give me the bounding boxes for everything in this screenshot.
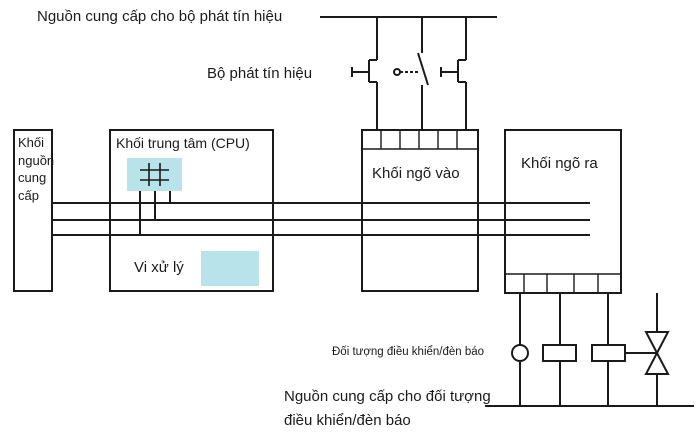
switch-no-1: [351, 17, 378, 130]
output-block-label: Khối ngõ ra: [521, 155, 598, 172]
actuators-label: Đối tượng điều khiển/đèn báo: [332, 346, 485, 358]
valve-icon: [644, 331, 670, 375]
memory-chip: [127, 158, 182, 191]
power-supply-label: Khối nguồn cung cấp: [18, 135, 55, 203]
lamp-icon: [511, 344, 529, 362]
internal-bus: [52, 202, 590, 236]
hash-icon: [140, 163, 169, 186]
input-terminals: [362, 130, 478, 150]
load-supply-label: Nguồn cung cấp cho đối tượng điều khiển/…: [284, 388, 491, 429]
relay-coil-2: [591, 344, 626, 362]
cpu-bus-taps: [139, 191, 171, 235]
signal-supply-label: Nguồn cung cấp cho bộ phát tín hiệu: [37, 8, 283, 25]
output-block: [504, 129, 622, 294]
output-terminals: [505, 273, 621, 293]
power-supply-block: [13, 129, 53, 292]
input-block: [361, 129, 479, 292]
input-block-label: Khối ngõ vào: [372, 165, 460, 182]
processor-label: Vi xử lý: [134, 259, 184, 276]
relay-coil-1: [542, 344, 577, 362]
signal-generator-label: Bộ phát tín hiệu: [207, 65, 313, 82]
output-wiring: [519, 293, 658, 406]
cpu-block: [109, 129, 274, 292]
switch-changeover: [393, 17, 429, 130]
switch-no-2: [440, 17, 467, 130]
cpu-title: Khối trung tâm (CPU): [116, 135, 250, 151]
processor-chip: [201, 251, 259, 286]
